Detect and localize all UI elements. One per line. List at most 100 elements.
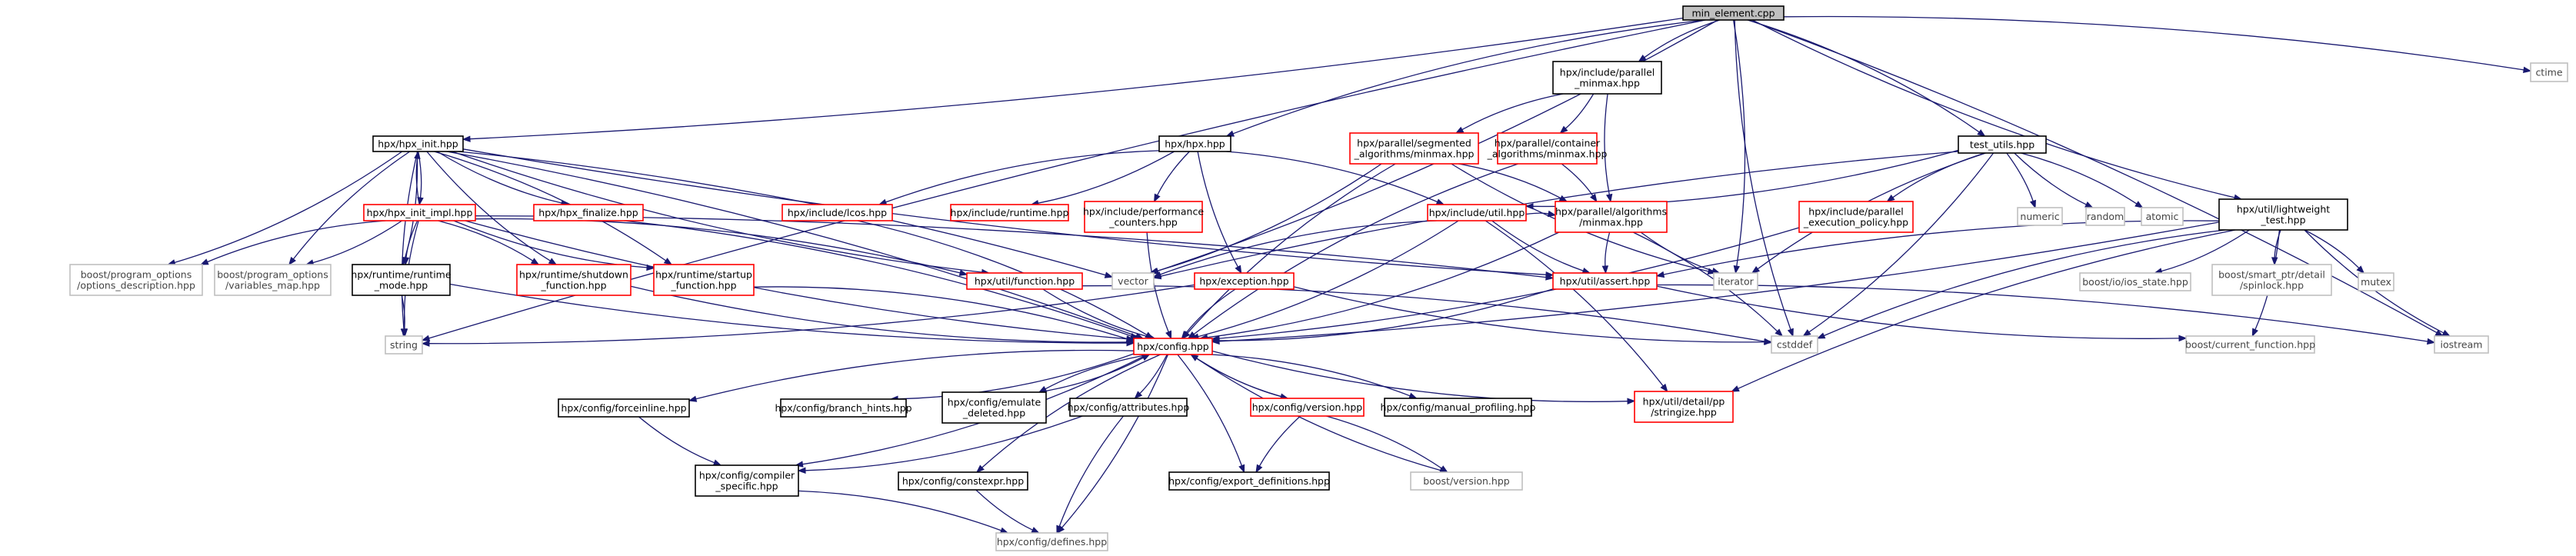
edge-config-to-export_definitions	[1177, 354, 1243, 466]
node-parallel_minmax[interactable]: hpx/include/parallel_minmax.hpp	[1552, 61, 1662, 95]
node-hpx_init_impl[interactable]: hpx/hpx_init_impl.hpp	[363, 204, 476, 221]
node-shutdown[interactable]: hpx/runtime/shutdown_function.hpp	[516, 264, 632, 296]
node-include_runtime[interactable]: hpx/include/runtime.hpp	[950, 204, 1069, 221]
node-current_function[interactable]: boost/current_function.hpp	[2185, 335, 2315, 354]
node-constexpr[interactable]: hpx/config/constexpr.hpp	[898, 471, 1028, 491]
node-forceinline[interactable]: hpx/config/forceinline.hpp	[558, 398, 690, 418]
edge-lightweight-to-ios_state	[2161, 229, 2250, 272]
edge-lightweight-to-stringize	[1738, 229, 2236, 389]
arrowhead-config-to-manual_profiling	[1408, 392, 1418, 399]
node-label: hpx/config/forceinline.hpp	[561, 402, 686, 414]
node-branch_hints[interactable]: hpx/config/branch_hints.hpp	[775, 398, 912, 418]
node-label: hpx/parallel/segmented	[1357, 138, 1471, 149]
edge-alg_minmax-to-cstddef	[1632, 231, 1778, 332]
node-label: hpx/runtime/runtime	[351, 269, 451, 281]
node-config[interactable]: hpx/config.hpp	[1133, 338, 1213, 355]
node-atomic[interactable]: atomic	[2141, 207, 2184, 226]
node-startup[interactable]: hpx/runtime/startup_function.hpp	[653, 264, 755, 296]
node-box	[941, 391, 1047, 424]
arrowhead-root-to-string	[421, 335, 431, 341]
node-exception[interactable]: hpx/exception.hpp	[1194, 272, 1295, 290]
node-config_version[interactable]: hpx/config/version.hpp	[1250, 398, 1365, 417]
node-util_function[interactable]: hpx/util/function.hpp	[966, 272, 1083, 290]
edge-parallel_minmax-to-seg_minmax	[1461, 93, 1564, 131]
edge-exception-to-string	[428, 284, 1195, 345]
node-emulate_deleted[interactable]: hpx/config/emulate_deleted.hpp	[941, 391, 1047, 424]
arrowhead-hpx_init_impl-to-runtime_mode	[402, 257, 410, 266]
node-stringize[interactable]: hpx/util/detail/pp/stringize.hpp	[1634, 391, 1734, 423]
node-label: hpx/config.hpp	[1137, 341, 1209, 352]
node-boost_version[interactable]: boost/version.hpp	[1410, 471, 1523, 491]
edge-assert-to-config	[1218, 288, 1554, 341]
node-exec_policy[interactable]: hpx/include/parallel_execution_policy.hp…	[1798, 201, 1914, 233]
edge-hpx_hpp-to-perf_counters	[1157, 151, 1190, 196]
node-hpx_hpp[interactable]: hpx/hpx.hpp	[1158, 135, 1231, 152]
edge-hpx_finalize-to-config	[623, 220, 1131, 337]
arrowhead-test_utils-to-iterator	[1751, 266, 1761, 274]
node-iostream[interactable]: iostream	[2434, 335, 2489, 354]
node-seg_minmax[interactable]: hpx/parallel/segmented_algorithms/minmax…	[1349, 132, 1479, 165]
node-attributes[interactable]: hpx/config/attributes.hpp	[1068, 398, 1190, 417]
node-label: random	[2087, 211, 2124, 222]
node-label: /options_description.hpp	[77, 280, 195, 291]
node-box	[2218, 198, 2348, 231]
node-lcos[interactable]: hpx/include/lcos.hpp	[781, 204, 893, 221]
node-box	[1133, 338, 1213, 355]
node-label: hpx/config/export_definitions.hpp	[1168, 475, 1330, 487]
edge-root-to-hpx_hpp	[1232, 19, 1705, 135]
node-ctime[interactable]: ctime	[2530, 62, 2568, 82]
node-cont_minmax[interactable]: hpx/parallel/container_algorithms/minmax…	[1487, 132, 1608, 165]
node-po_desc[interactable]: boost/program_options/options_descriptio…	[69, 264, 203, 296]
node-cstddef[interactable]: cstddef	[1771, 335, 1818, 354]
node-runtime_mode[interactable]: hpx/runtime/runtime_mode.hpp	[351, 264, 452, 296]
node-iterator[interactable]: iterator	[1713, 272, 1758, 291]
arrowhead-hpx_init_impl-to-util_function	[958, 269, 968, 276]
node-manual_profiling[interactable]: hpx/config/manual_profiling.hpp	[1381, 398, 1536, 417]
node-label: /variables_map.hpp	[225, 280, 320, 291]
edge-lightweight-to-assert	[1663, 220, 2220, 275]
node-box	[1250, 398, 1365, 417]
edge-seg_minmax-to-alg_minmax	[1458, 163, 1561, 199]
node-ios_state[interactable]: boost/io/ios_state.hpp	[2079, 272, 2191, 291]
node-po_varmap[interactable]: boost/program_options/variables_map.hpp	[214, 264, 332, 296]
node-mutex[interactable]: mutex	[2358, 272, 2394, 291]
node-box	[966, 272, 1083, 290]
arrowhead-hpx_hpp-to-include_util	[1435, 198, 1445, 205]
arrowhead-forceinline-to-compiler_specific	[712, 459, 722, 466]
arrowhead-root-to-ctime	[2523, 66, 2532, 73]
node-box	[653, 264, 755, 296]
arrowhead-root-to-hpx_hpp	[1225, 130, 1235, 137]
edge-attributes-to-compiler_specific	[805, 415, 1083, 471]
node-hpx_init[interactable]: hpx/hpx_init.hpp	[372, 135, 464, 152]
node-box	[352, 264, 451, 296]
node-defines[interactable]: hpx/config/defines.hpp	[995, 532, 1108, 551]
node-perf_counters[interactable]: hpx/include/performance_counters.hpp	[1083, 201, 1204, 233]
edge-hpx_init-to-config	[446, 151, 1137, 337]
node-compiler_specific[interactable]: hpx/config/compiler_specific.hpp	[695, 464, 799, 497]
arrowhead-lightweight-to-mutex	[2356, 265, 2365, 274]
node-alg_minmax[interactable]: hpx/parallel/algorithms/minmax.hpp	[1555, 201, 1668, 233]
node-include_util[interactable]: hpx/include/util.hpp	[1427, 204, 1527, 221]
edge-cont_minmax-to-alg_minmax	[1561, 163, 1594, 196]
arrowhead-hpx_hpp-to-perf_counters	[1153, 193, 1161, 203]
edge-config-to-forceinline	[695, 349, 1135, 400]
node-export_definitions[interactable]: hpx/config/export_definitions.hpp	[1168, 471, 1330, 491]
node-assert[interactable]: hpx/util/assert.hpp	[1552, 272, 1658, 290]
node-box	[533, 204, 644, 221]
node-label: hpx/config/version.hpp	[1252, 401, 1363, 413]
node-box	[516, 264, 632, 296]
node-lightweight[interactable]: hpx/util/lightweight_test.hpp	[2218, 198, 2348, 231]
node-box	[1798, 201, 1914, 233]
node-string[interactable]: string	[385, 335, 423, 355]
edge-config-to-manual_profiling	[1211, 354, 1411, 397]
node-vector[interactable]: vector	[1111, 272, 1155, 290]
edge-hpx_init_impl-to-po_varmap	[312, 220, 402, 264]
node-label: hpx/config/defines.hpp	[997, 536, 1107, 548]
arrowhead-parallel_minmax-to-alg_minmax	[1605, 193, 1613, 203]
node-spinlock[interactable]: boost/smart_ptr/detail/spinlock.hpp	[2211, 264, 2332, 296]
node-numeric[interactable]: numeric	[2017, 207, 2063, 226]
node-test_utils[interactable]: test_utils.hpp	[1958, 135, 2047, 154]
edge-hpx_hpp-to-exception	[1197, 151, 1238, 268]
node-random[interactable]: random	[2085, 207, 2125, 226]
node-hpx_finalize[interactable]: hpx/hpx_finalize.hpp	[533, 204, 644, 221]
